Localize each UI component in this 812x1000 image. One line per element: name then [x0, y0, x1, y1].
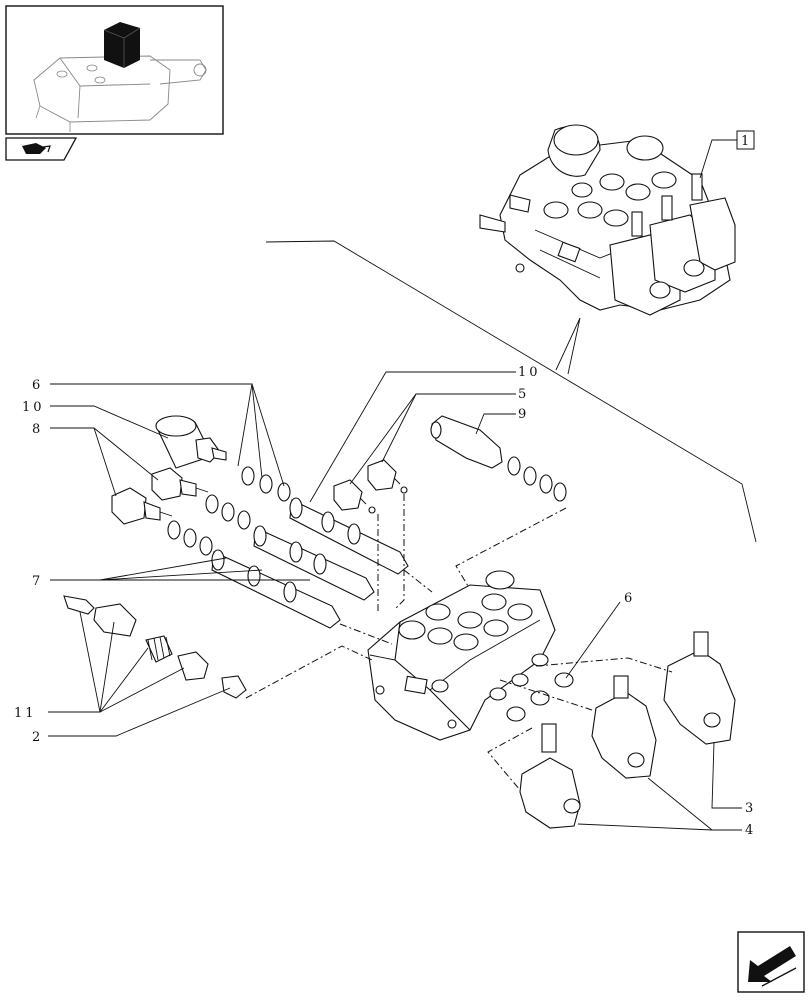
- end-cap-4-lower: [519, 723, 581, 829]
- solenoid-coil: [155, 415, 227, 469]
- tractor-lift-assembly-thumbnail-icon: [33, 22, 207, 132]
- book-section-icon[interactable]: [5, 137, 78, 161]
- connector-line: [265, 240, 757, 543]
- spring-assembly: [63, 595, 247, 699]
- plug-upper: [151, 467, 209, 501]
- alignment-line: [403, 569, 433, 593]
- relief-valve: [430, 415, 567, 502]
- reference-box-label: 1: [741, 134, 752, 149]
- callout-6-right: 6: [624, 591, 635, 606]
- valve-body: [367, 570, 556, 741]
- callout-10: 10: [22, 400, 45, 415]
- callout-9: 9: [518, 407, 529, 422]
- alignment-line: [245, 645, 373, 699]
- alignment-line: [455, 507, 567, 587]
- connector-line: [555, 317, 581, 375]
- check-valve-lower: [333, 479, 376, 514]
- callout-7: 7: [32, 574, 43, 589]
- end-cap-4-upper: [591, 675, 657, 779]
- alignment-line: [499, 679, 593, 711]
- plug-lower: [111, 487, 173, 525]
- callout-5: 5: [518, 387, 529, 402]
- alignment-line: [339, 623, 393, 645]
- callout-11: 11: [14, 706, 37, 721]
- alignment-line: [535, 657, 673, 673]
- callout-8: 8: [32, 422, 43, 437]
- thumbnail-frame[interactable]: [5, 5, 224, 135]
- o-ring-set: [167, 466, 291, 556]
- alignment-line: [487, 727, 533, 791]
- end-cap-3: [663, 631, 736, 745]
- alignment-line: [395, 494, 405, 609]
- check-valve-upper: [367, 459, 408, 494]
- callout-2: 2: [32, 730, 43, 745]
- reference-box: 1: [699, 130, 755, 179]
- leader-lines: [48, 371, 742, 831]
- callout-10-right: 10: [518, 365, 541, 380]
- callout-6: 6: [32, 378, 43, 393]
- callout-3: 3: [745, 801, 756, 816]
- callout-4: 4: [745, 823, 756, 838]
- assembled-valve-group: [479, 124, 736, 316]
- next-page-arrow-icon[interactable]: [737, 931, 805, 993]
- spool-middle: [253, 525, 375, 601]
